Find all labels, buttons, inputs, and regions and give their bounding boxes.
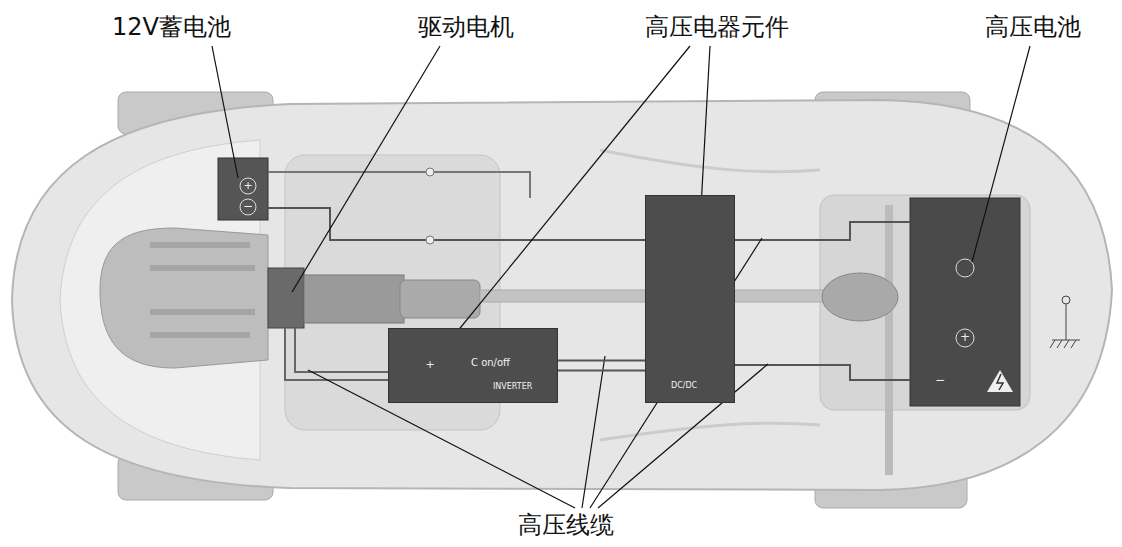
terminal-sign: − <box>935 374 945 387</box>
part-label: 驱动电机 <box>418 14 514 40</box>
part-label: 高压电器元件 <box>645 14 789 40</box>
high-voltage-cable <box>558 361 645 371</box>
part-label: 12V蓄电池 <box>112 14 231 40</box>
component-text: DC/DC <box>671 382 697 391</box>
part-label: 高压电池 <box>985 14 1081 40</box>
part-label: 高压线缆 <box>518 512 614 538</box>
terminal-sign: + <box>960 331 970 344</box>
terminal-sign: + <box>243 180 252 192</box>
terminal-sign: − <box>243 200 253 213</box>
dcdc-box: DC/DC <box>645 195 735 403</box>
terminal-sign: + <box>425 359 434 371</box>
component-text: C on/off <box>471 357 510 368</box>
component-text: INVERTER <box>493 383 532 392</box>
inverter-box: C on/offINVERTER <box>388 328 558 403</box>
